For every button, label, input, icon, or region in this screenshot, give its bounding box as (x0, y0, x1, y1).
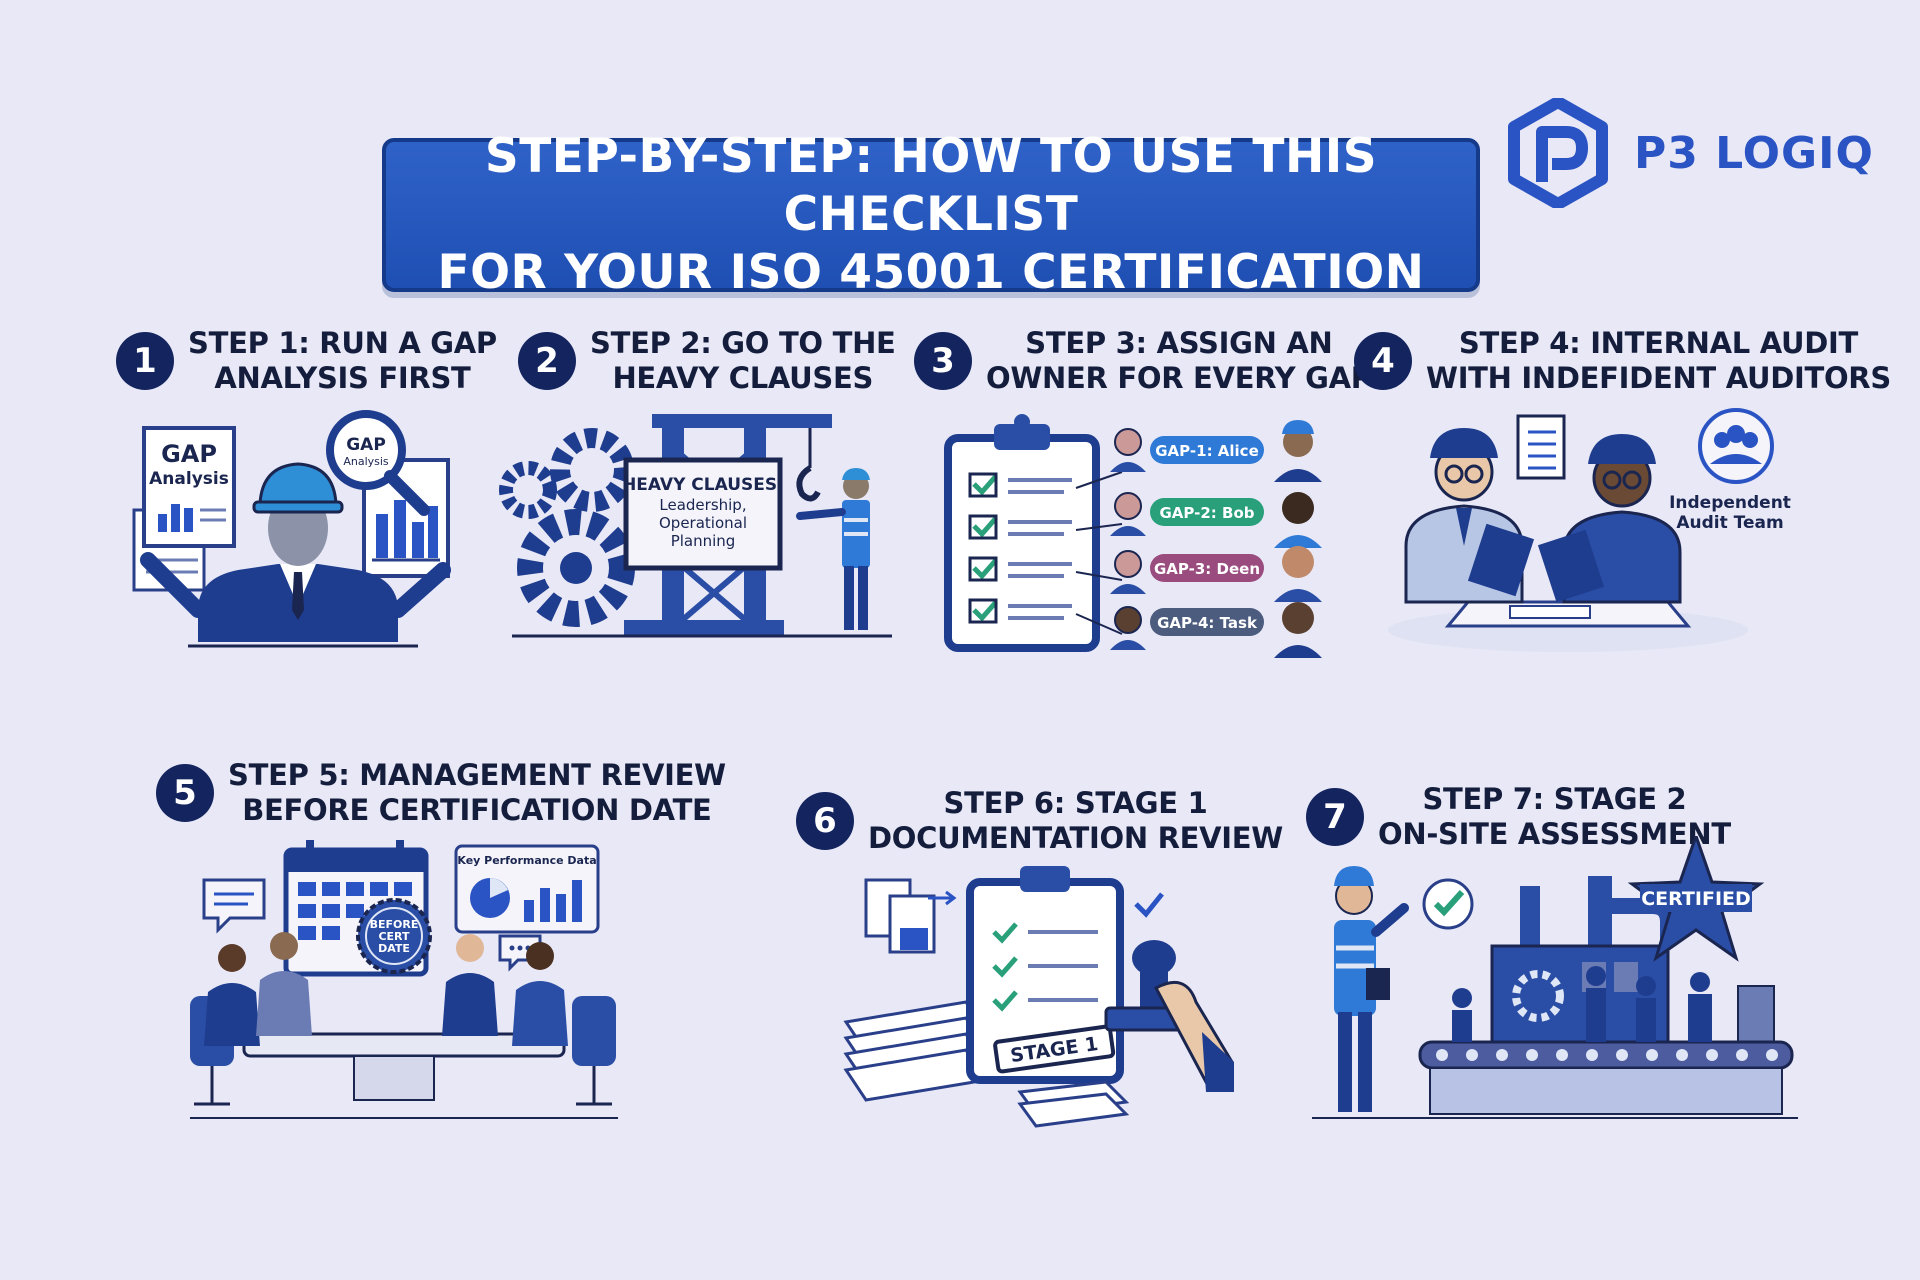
auditors-icon: Independent Audit Team (1388, 408, 1791, 652)
documents-stamp-icon: STAGE 1 (843, 866, 1234, 1128)
step-2-number: 2 (518, 332, 576, 390)
svg-text:Operational: Operational (659, 514, 747, 532)
svg-text:HEAVY CLAUSES:: HEAVY CLAUSES: (622, 475, 784, 495)
svg-text:GAP-4: Task: GAP-4: Task (1157, 614, 1258, 632)
svg-text:Planning: Planning (671, 532, 736, 550)
clipboard-checklist-icon: GAP-1: Alice GAP-2: Bob GAP-3: Deen GAP-… (944, 414, 1322, 658)
factory-certified-icon: CERTIFIED (1312, 836, 1798, 1119)
title-line-2: FOR YOUR ISO 45001 CERTIFICATION (437, 245, 1425, 300)
svg-text:Key Performance Data: Key Performance Data (457, 854, 596, 867)
svg-text:CERT: CERT (378, 930, 410, 943)
brand-logo: P3 LOGIQ (1508, 98, 1874, 208)
step-7-number: 7 (1306, 788, 1364, 846)
meeting-table-icon: BEFORE CERT DATE Key Performance Data (190, 840, 618, 1119)
step-4-number: 4 (1354, 332, 1412, 390)
svg-text:GAP: GAP (346, 435, 386, 455)
step-2-title: STEP 2: GO TO THE HEAVY CLAUSES (590, 326, 896, 395)
step-7-header: 7 STEP 7: STAGE 2 ON-SITE ASSESSMENT (1306, 782, 1731, 852)
svg-text:Leadership,: Leadership, (659, 496, 746, 514)
title-banner: STEP-BY-STEP: HOW TO USE THIS CHECKLIST … (382, 129, 1480, 300)
step-1-number: 1 (116, 332, 174, 390)
step-1-title: STEP 1: RUN A GAP ANALYSIS FIRST (188, 326, 497, 395)
brand-name: P3 LOGIQ (1634, 127, 1874, 179)
svg-text:CERTIFIED: CERTIFIED (1641, 888, 1751, 910)
step-7-title: STEP 7: STAGE 2 ON-SITE ASSESSMENT (1378, 782, 1731, 851)
p3-logo-icon (1508, 98, 1608, 208)
step-4-header: 4 STEP 4: INTERNAL AUDIT WITH INDEFIDENT… (1354, 326, 1891, 396)
svg-text:GAP-3: Deen: GAP-3: Deen (1154, 560, 1260, 578)
step-6-number: 6 (796, 792, 854, 850)
step-5-header: 5 STEP 5: MANAGEMENT REVIEW BEFORE CERTI… (156, 758, 726, 828)
step-4-title: STEP 4: INTERNAL AUDIT WITH INDEFIDENT A… (1426, 326, 1891, 395)
title-line-1: STEP-BY-STEP: HOW TO USE THIS CHECKLIST (484, 129, 1378, 242)
svg-text:Analysis: Analysis (149, 469, 229, 489)
step-5-title: STEP 5: MANAGEMENT REVIEW BEFORE CERTIFI… (228, 758, 726, 827)
svg-text:GAP-2: Bob: GAP-2: Bob (1159, 504, 1254, 522)
svg-text:Audit Team: Audit Team (1676, 513, 1783, 533)
step-3-header: 3 STEP 3: ASSIGN AN OWNER FOR EVERY GAP (914, 326, 1372, 396)
step-6-header: 6 STEP 6: STAGE 1 DOCUMENTATION REVIEW (796, 786, 1283, 856)
svg-text:Independent: Independent (1669, 493, 1791, 513)
step-3-number: 3 (914, 332, 972, 390)
gap-analysis-icon: GAP Analysis GAP Analysis (132, 410, 451, 648)
step-3-title: STEP 3: ASSIGN AN OWNER FOR EVERY GAP (986, 326, 1372, 395)
step-5-number: 5 (156, 764, 214, 822)
svg-text:Analysis: Analysis (343, 455, 389, 468)
svg-text:GAP: GAP (161, 440, 217, 468)
step-2-header: 2 STEP 2: GO TO THE HEAVY CLAUSES (518, 326, 896, 396)
gears-crane-icon: HEAVY CLAUSES: Leadership, Operational P… (499, 414, 892, 638)
svg-text:GAP-1: Alice: GAP-1: Alice (1155, 442, 1259, 460)
step-1-header: 1 STEP 1: RUN A GAP ANALYSIS FIRST (116, 326, 497, 396)
step-6-title: STEP 6: STAGE 1 DOCUMENTATION REVIEW (868, 786, 1283, 855)
svg-text:DATE: DATE (378, 942, 410, 955)
svg-text:BEFORE: BEFORE (370, 918, 419, 931)
